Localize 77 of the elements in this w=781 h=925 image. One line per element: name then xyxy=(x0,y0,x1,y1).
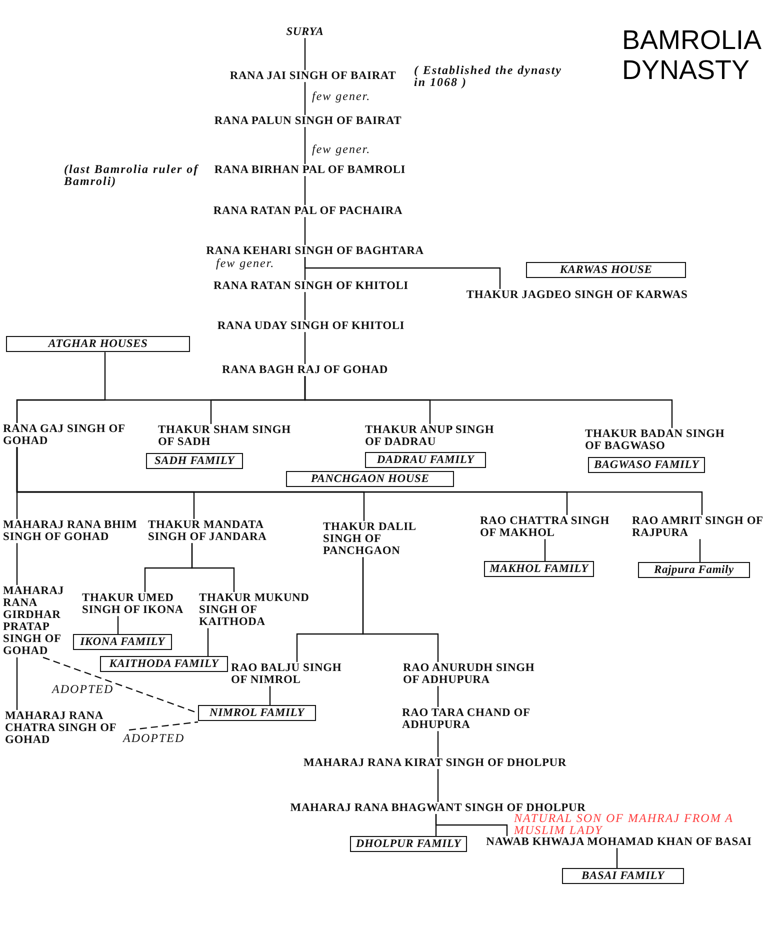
person-name: RAO TARA CHAND OF ADHUPURA xyxy=(402,707,530,732)
person-name: RANA KEHARI SINGH OF BAGHTARA xyxy=(206,245,424,257)
lineage-box: NIMROL FAMILY xyxy=(198,705,316,722)
person-name: THAKUR MUKUND SINGH OF KAITHODA xyxy=(199,592,310,628)
person-name: MAHARAJ RANA GIRDHAR PRATAP SINGH OF GOHAD xyxy=(3,585,64,658)
connector-line xyxy=(304,257,501,289)
edge-label: ADOPTED xyxy=(123,732,185,746)
connector-line xyxy=(16,657,18,710)
lineage-box: ATGHAR HOUSES xyxy=(6,336,190,352)
connector-line xyxy=(304,292,306,320)
connector-line xyxy=(16,543,18,585)
connector-line xyxy=(117,616,119,634)
person-name: THAKUR ANUP SINGH OF DADRAU xyxy=(365,424,494,448)
person-name: RAO ANURUDH SINGH OF ADHUPURA xyxy=(403,662,535,686)
edge-label: few gener. xyxy=(312,90,371,104)
lineage-box: KAITHODA FAMILY xyxy=(100,656,228,672)
connector-line xyxy=(16,352,106,423)
connector-line xyxy=(304,176,306,205)
person-name: RANA GAJ SINGH OF GOHAD xyxy=(3,423,125,448)
person-name: MAHARAJ RANA BHIM SINGH OF GOHAD xyxy=(3,519,138,544)
connector-line xyxy=(437,769,439,802)
connector-line xyxy=(269,686,271,705)
lineage-box: IKONA FAMILY xyxy=(73,634,172,650)
lineage-box: MAKHOL FAMILY xyxy=(484,561,594,578)
person-name: THAKUR SHAM SINGH OF SADH xyxy=(158,424,291,448)
connector-line xyxy=(207,628,209,656)
person-name: RANA JAI SINGH OF BAIRAT xyxy=(230,70,396,82)
person-name: RANA PALUN SINGH OF BAIRAT xyxy=(214,115,402,127)
ancestor-name: SURYA xyxy=(286,26,324,38)
note-text: ( Established the dynasty in 1068 ) xyxy=(414,64,564,88)
person-name: MAHARAJ RANA KIRAT SINGH OF DHOLPUR xyxy=(304,757,566,769)
person-name: RAO AMRIT SINGH OF RAJPURA xyxy=(632,515,763,540)
person-name: THAKUR MANDATA SINGH OF JANDARA xyxy=(148,519,267,544)
connector-line xyxy=(699,539,701,562)
edge-label: few gener. xyxy=(312,143,371,156)
connector-line xyxy=(304,332,306,364)
person-name: THAKUR JAGDEO SINGH OF KARWAS xyxy=(466,289,688,301)
connector-line xyxy=(437,686,439,707)
person-name: RANA UDAY SINGH OF KHITOLI xyxy=(217,320,405,332)
connector-line xyxy=(616,848,618,868)
connector-line xyxy=(435,814,508,836)
lineage-box: SADH FAMILY xyxy=(146,453,243,470)
person-name: RANA BAGH RAJ OF GOHAD xyxy=(222,364,388,376)
person-name: RAO BALJU SINGH OF NIMROL xyxy=(231,662,342,686)
lineage-box: PANCHGAON HOUSE xyxy=(286,471,454,488)
connector-line xyxy=(16,447,703,515)
person-name: RANA BIRHAN PAL OF BAMROLI xyxy=(214,164,406,176)
person-name: RANA RATAN SINGH OF KHITOLI xyxy=(214,280,408,292)
connector-line xyxy=(304,38,306,70)
connector-line xyxy=(128,721,198,731)
edge-label: ADOPTED xyxy=(52,683,114,696)
connector-line xyxy=(304,217,306,245)
connector-line xyxy=(191,543,235,592)
person-name: MAHARAJ RANA CHATRA SINGH OF GOHAD xyxy=(5,710,116,746)
lineage-box: Rajpura Family xyxy=(638,562,750,578)
lineage-box: KARWAS HOUSE xyxy=(526,262,686,278)
person-name: THAKUR BADAN SINGH OF BAGWASO xyxy=(585,428,725,452)
connector-line xyxy=(304,127,306,164)
person-name: THAKUR UMED SINGH OF IKONA xyxy=(82,592,184,616)
person-name: RANA RATAN PAL OF PACHAIRA xyxy=(213,205,403,217)
lineage-box: BAGWASO FAMILY xyxy=(588,457,705,474)
lineage-box: DHOLPUR FAMILY xyxy=(350,836,467,852)
lineage-box: DADRAU FAMILY xyxy=(365,452,486,468)
lineage-box: BASAI FAMILY xyxy=(562,868,684,884)
note-text: (last Bamrolia ruler of Bamroli) xyxy=(64,163,200,187)
person-name: RAO CHATTRA SINGH OF MAKHOL xyxy=(480,515,610,540)
person-name: THAKUR DALIL SINGH OF PANCHGAON xyxy=(323,521,416,558)
note-text: NATURAL SON OF MAHRAJ FROM A MUSLIM LADY xyxy=(514,812,734,836)
connector-line xyxy=(544,539,546,561)
connector-line xyxy=(304,82,306,115)
connector-line xyxy=(437,731,439,757)
person-name: NAWAB KHWAJA MOHAMAD KHAN OF BASAI xyxy=(486,836,752,848)
title: BAMROLIA DYNASTY xyxy=(622,26,762,86)
person-name: MAHARAJ RANA BHAGWANT SINGH OF DHOLPUR xyxy=(290,802,586,814)
connector-line xyxy=(362,557,439,662)
connector-line xyxy=(304,376,673,428)
edge-label: few gener. xyxy=(216,257,275,270)
